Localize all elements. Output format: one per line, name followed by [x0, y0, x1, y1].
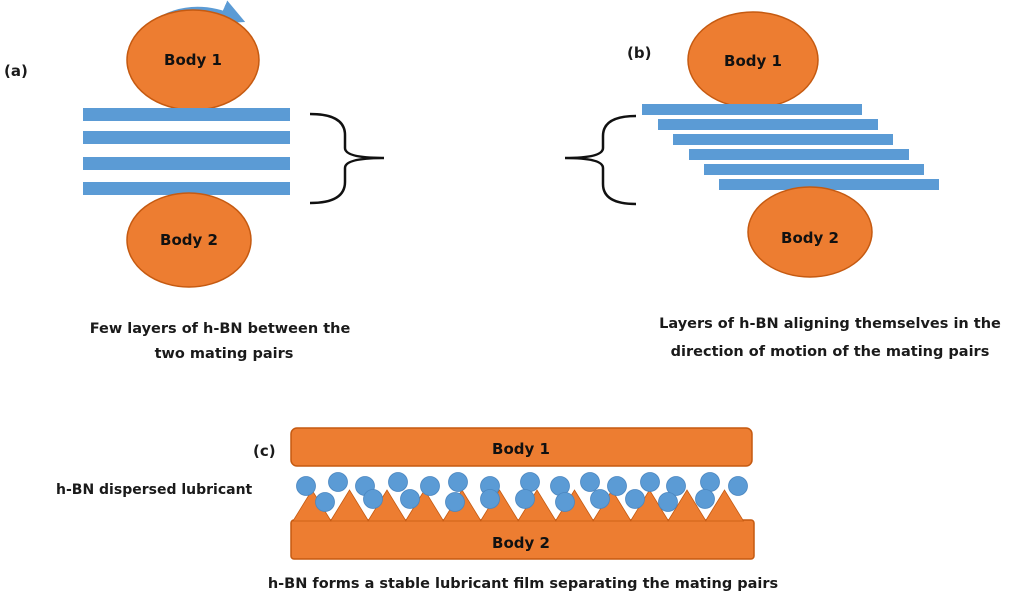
hbn-particle [728, 476, 748, 496]
hbn-particle [400, 489, 420, 509]
hbn-particle [695, 489, 715, 509]
hbn-particle [296, 476, 316, 496]
body-2-label: Body 2 [160, 231, 218, 249]
hbn-particle [590, 489, 610, 509]
body-1-label: Body 1 [492, 440, 550, 458]
hbn-particle [420, 476, 440, 496]
left-brace [564, 114, 637, 206]
body-2-circle [126, 192, 252, 288]
hbn-particle [580, 472, 600, 492]
panel-c-caption: h-BN forms a stable lubricant film separ… [268, 576, 778, 592]
hbn-particle [328, 472, 348, 492]
hbn-particle [640, 472, 660, 492]
hbn-layer [642, 104, 862, 115]
panel-a-caption-line2: two mating pairs [155, 346, 294, 362]
hbn-layer [673, 134, 893, 145]
panel-b-caption-line2: direction of motion of the mating pairs [671, 344, 990, 360]
panel-a-caption-line1: Few layers of h-BN between the [90, 321, 351, 337]
body-2-circle [747, 186, 873, 278]
hbn-particle [625, 489, 645, 509]
body-2-label: Body 2 [781, 229, 839, 247]
body-2-label: Body 2 [492, 534, 550, 552]
surface-asperities [292, 489, 745, 522]
panel-c: (c) Body 1 Body 2 h-BN dispersed lubrica… [56, 427, 778, 592]
hbn-particle [666, 476, 686, 496]
body-1-bar [290, 427, 753, 467]
hbn-particle [445, 492, 465, 512]
hbn-particle [658, 492, 678, 512]
hbn-particle [515, 489, 535, 509]
hbn-particle [448, 472, 468, 492]
panel-a: (a) Body 1 Body 2 Few layers of h-BN bet… [4, 0, 385, 362]
asperity-triangle [704, 489, 745, 522]
hbn-particle [388, 472, 408, 492]
hbn-layer [704, 164, 924, 175]
hbn-particle [480, 489, 500, 509]
panel-c-tag: (c) [253, 442, 276, 460]
right-brace [309, 112, 385, 205]
hbn-layer [83, 131, 290, 144]
asperity-triangle [667, 489, 707, 522]
hbn-particles [296, 472, 748, 512]
asperity-triangle [329, 489, 370, 522]
hbn-layer [689, 149, 909, 160]
hbn-layer [83, 108, 290, 121]
panel-a-tag: (a) [4, 62, 28, 80]
hbn-layer [658, 119, 878, 130]
body-1-label: Body 1 [724, 52, 782, 70]
panel-b: (b) Body 1 Body 2 Layers of h-BN alignin… [564, 11, 1001, 360]
lubricant-label: h-BN dispersed lubricant [56, 482, 253, 498]
hbn-particle [315, 492, 335, 512]
hbn-layer [83, 182, 290, 195]
hbn-layer [83, 157, 290, 170]
panel-b-tag: (b) [627, 44, 651, 62]
hbn-particle [363, 489, 383, 509]
hbn-particle [700, 472, 720, 492]
hbn-particle [607, 476, 627, 496]
hbn-layer [719, 179, 939, 190]
hbn-particle [520, 472, 540, 492]
panel-b-caption-line1: Layers of h-BN aligning themselves in th… [659, 316, 1001, 332]
body-1-label: Body 1 [164, 51, 222, 69]
hbn-particle [555, 492, 575, 512]
